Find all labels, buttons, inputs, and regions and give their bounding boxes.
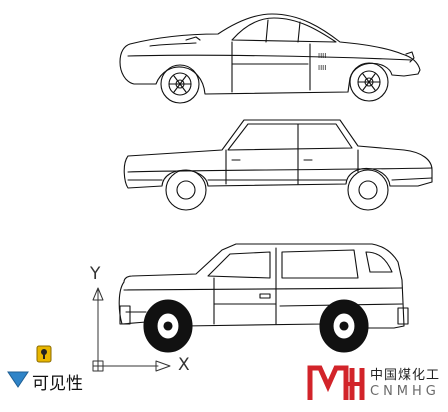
watermark-chinese-text: 中国煤化工 (370, 368, 441, 383)
triangle-down-icon (6, 369, 30, 393)
sports-car: IIII IIII (119, 13, 421, 104)
svg-text:IIII: IIII (318, 64, 326, 72)
ucs-icon (92, 287, 171, 372)
watermark-logo: 中国煤化工 CNMHG (306, 360, 448, 408)
suv (118, 243, 409, 353)
mh-logo-icon (307, 365, 365, 400)
y-axis-label: Y (90, 264, 101, 284)
watermark-english-text: CNMHG (370, 384, 440, 399)
lock-icon[interactable] (36, 345, 52, 363)
x-axis-label: X (178, 355, 190, 375)
visibility-label: 可见性 (32, 373, 83, 394)
svg-text:IIII: IIII (318, 52, 326, 60)
sedan (123, 119, 433, 211)
visibility-toggle[interactable]: 可见性 (6, 369, 83, 394)
